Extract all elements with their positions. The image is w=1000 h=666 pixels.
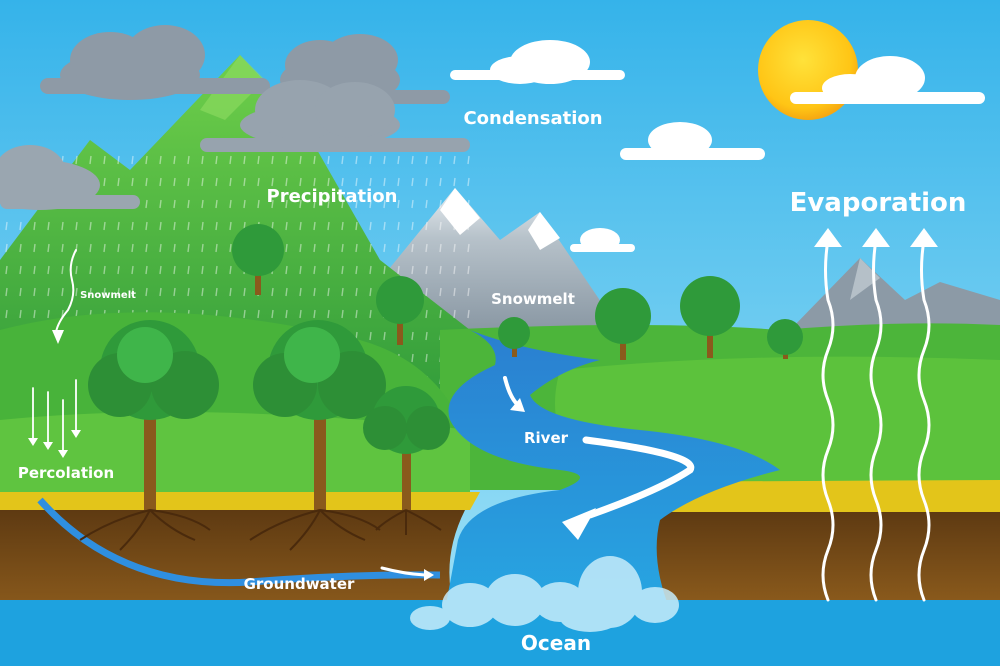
soil-layers <box>0 497 1000 610</box>
evaporation-arrow-icon <box>821 238 931 602</box>
tree <box>232 224 284 295</box>
label-snowmelt-left: Snowmelt <box>80 290 136 301</box>
river-small-arrow-icon <box>503 376 525 412</box>
label-precipitation: Precipitation <box>267 186 398 207</box>
clouds <box>0 25 985 252</box>
label-snowmelt-mountain: Snowmelt <box>491 290 575 308</box>
label-ocean: Ocean <box>521 631 591 655</box>
groundwater-stream <box>37 497 441 587</box>
label-groundwater: Groundwater <box>244 575 355 593</box>
distant-mountains <box>790 258 1000 340</box>
trees <box>79 224 803 551</box>
river-arrow-icon <box>562 436 695 540</box>
cloud <box>40 25 270 100</box>
ocean <box>0 556 1000 666</box>
label-percolation: Percolation <box>18 464 114 482</box>
cloud <box>570 228 635 252</box>
flow-arrows <box>28 228 938 602</box>
tree <box>363 386 450 510</box>
tree <box>767 319 803 359</box>
tree <box>376 276 424 345</box>
tree <box>88 320 219 510</box>
cloud <box>620 122 765 160</box>
percolation-arrows-icon <box>28 379 81 458</box>
label-river: River <box>524 429 569 447</box>
label-condensation: Condensation <box>463 108 602 129</box>
tree <box>498 317 530 357</box>
cloud <box>200 80 470 152</box>
tree <box>253 320 386 510</box>
tree <box>595 288 651 360</box>
cloud <box>450 40 625 84</box>
tree <box>680 276 740 358</box>
groundwater-arrow-icon <box>380 566 434 581</box>
river <box>445 330 780 610</box>
cloud <box>0 145 140 210</box>
sun <box>758 20 858 120</box>
snowmelt-arrow-icon <box>52 249 77 344</box>
cloud <box>790 56 985 104</box>
label-evaporation: Evaporation <box>790 188 967 218</box>
